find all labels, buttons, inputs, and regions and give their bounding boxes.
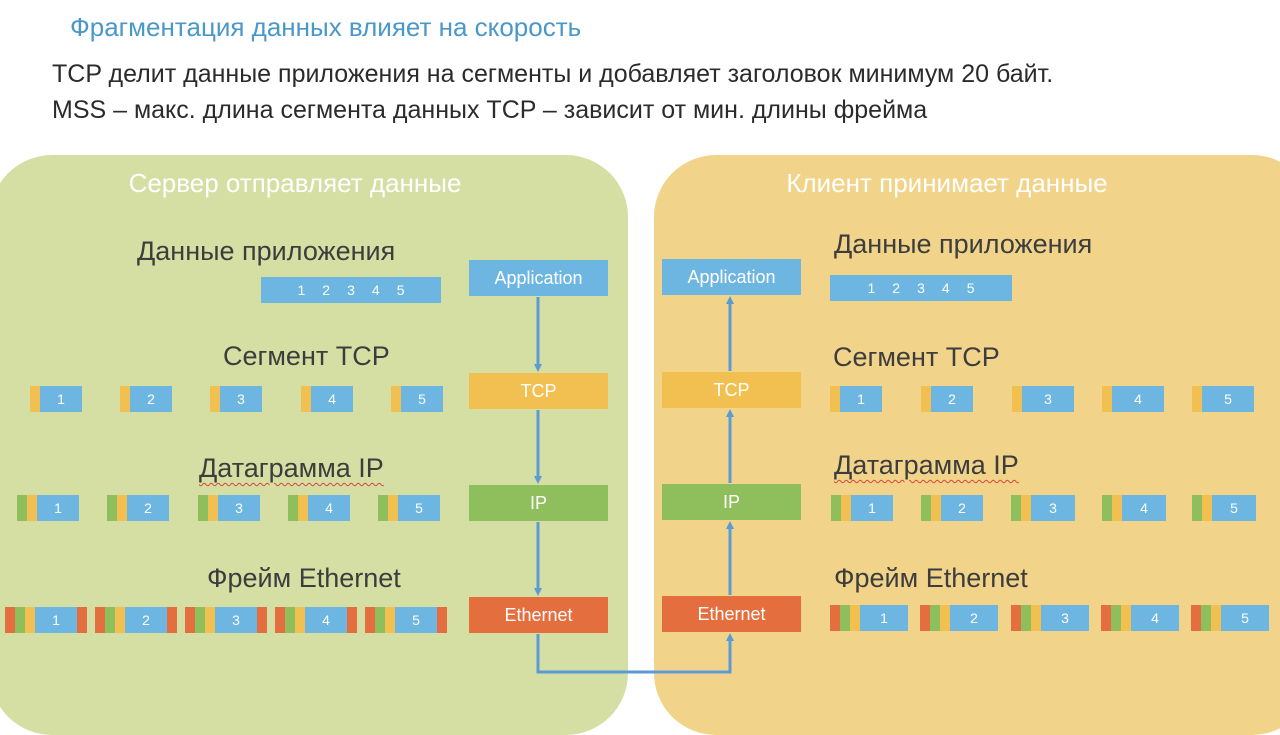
client-tcp-segment: 5 <box>1192 386 1254 412</box>
client-ip-datagram: 3 <box>1011 495 1075 521</box>
server-tcp-segment: 4 <box>301 386 353 412</box>
client-ip-datagram-label: Датаграмма IP <box>834 450 1019 480</box>
description-line-1: TCP делит данные приложения на сегменты … <box>52 60 1054 88</box>
server-ethernet-frame-label: Фрейм Ethernet <box>207 563 401 593</box>
server-ethernet-frame: 5 <box>365 607 447 633</box>
server-ip-datagram-label: Датаграмма IP <box>199 453 384 483</box>
client-tcp-segment: 3 <box>1012 386 1074 412</box>
server-tcp-segment-label: Сегмент TCP <box>223 341 390 371</box>
client-ip-datagram: 5 <box>1192 495 1256 521</box>
app-data-item: 5 <box>396 282 405 298</box>
client-ethernet-frame: 3 <box>1011 605 1089 631</box>
client-application-layer: Application <box>662 259 801 295</box>
client-ethernet-frame-label: Фрейм Ethernet <box>834 563 1028 593</box>
app-data-item: 5 <box>966 280 975 296</box>
server-tcp-segment: 1 <box>30 386 82 412</box>
client-tcp-segment: 1 <box>830 386 882 412</box>
client-panel-title: Клиент принимает данные <box>786 168 1108 198</box>
app-data-item: 2 <box>892 280 901 296</box>
server-ethernet-frame: 4 <box>275 607 357 633</box>
server-application-layer: Application <box>469 260 608 296</box>
server-panel-title: Сервер отправляет данные <box>128 168 462 198</box>
network-link-arrow <box>536 633 734 674</box>
client-ip-datagram: 1 <box>831 495 893 521</box>
app-data-item: 1 <box>297 282 306 298</box>
client-ethernet-frame: 2 <box>920 605 998 631</box>
server-ethernet-frame: 1 <box>5 607 87 633</box>
slide-title: Фрагментация данных влияет на скорость <box>70 12 582 42</box>
client-ethernet-frame: 1 <box>830 605 908 631</box>
server-tcp-segment: 5 <box>391 386 443 412</box>
client-app-data-bar: 1 2 3 4 5 <box>830 275 1012 301</box>
server-ethernet-layer: Ethernet <box>469 597 608 633</box>
server-tcp-segment: 2 <box>120 386 172 412</box>
app-data-item: 3 <box>347 282 355 298</box>
server-ip-datagram: 1 <box>17 495 79 521</box>
client-ip-datagram: 4 <box>1102 495 1166 521</box>
server-tcp-segment: 3 <box>210 386 262 412</box>
client-ip-datagram: 2 <box>921 495 983 521</box>
client-ethernet-frame: 5 <box>1191 605 1269 631</box>
flow-arrows <box>534 296 734 674</box>
server-ip-datagram: 3 <box>198 495 260 521</box>
server-tcp-layer: TCP <box>469 373 608 409</box>
server-app-data-bar: 1 2 3 4 5 <box>261 277 441 303</box>
app-data-item: 2 <box>322 282 331 298</box>
client-ip-layer: IP <box>662 484 801 520</box>
server-ethernet-frame: 3 <box>185 607 267 633</box>
server-ethernet-frame: 2 <box>95 607 177 633</box>
server-ip-layer: IP <box>469 485 608 521</box>
client-tcp-segment: 2 <box>921 386 973 412</box>
description-line-2: MSS – макс. длина сегмента данных TCP – … <box>52 96 928 124</box>
client-app-data-label: Данные приложения <box>834 229 1093 259</box>
app-data-item: 3 <box>917 280 925 296</box>
app-data-item: 4 <box>941 280 950 296</box>
server-ip-datagram: 4 <box>288 495 350 521</box>
server-ip-datagram: 2 <box>107 495 169 521</box>
client-tcp-segment: 4 <box>1102 386 1164 412</box>
client-ethernet-frame: 4 <box>1101 605 1179 631</box>
client-tcp-layer: TCP <box>662 372 801 408</box>
server-panel <box>0 155 628 735</box>
app-data-item: 1 <box>867 280 876 296</box>
server-app-data-label: Данные приложения <box>137 236 396 266</box>
client-tcp-segment-label: Сегмент TCP <box>833 342 1000 372</box>
client-ethernet-layer: Ethernet <box>662 596 801 632</box>
app-data-item: 4 <box>371 282 380 298</box>
client-panel <box>654 155 1280 735</box>
server-ip-datagram: 5 <box>378 495 440 521</box>
